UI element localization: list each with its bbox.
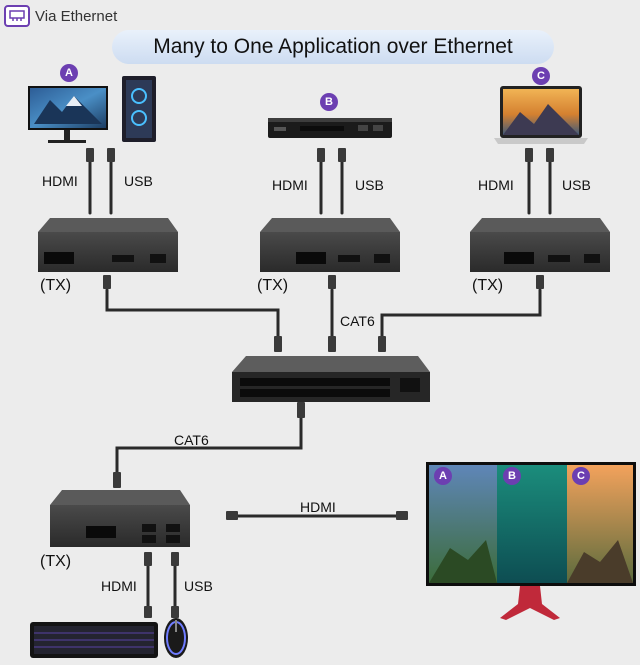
section-header: Via Ethernet [4,5,117,27]
diagram-title: Many to One Application over Ethernet [112,30,554,64]
cables [88,153,552,614]
switch-ports [240,378,390,397]
mouse [164,618,188,658]
badge-a: A [60,64,78,82]
tx-unit-c [470,218,610,272]
label-hdmi-monitor: HDMI [300,499,336,515]
label-cat6-top: CAT6 [340,313,375,329]
source-a-monitor [28,86,108,143]
rx-unit [50,490,190,547]
label-tx-b: (TX) [257,277,289,294]
big-monitor [426,462,636,620]
label-tx-a: (TX) [40,277,72,294]
label-tx-c: (TX) [472,277,504,294]
label-usb-a: USB [124,173,153,189]
badge-b: B [320,93,338,111]
monitor-badge-a: A [434,467,452,485]
label-usb-c: USB [562,177,591,193]
cable-cat6-c [380,288,542,352]
tx-unit-b [260,218,400,272]
label-hdmi-rx: HDMI [101,578,137,594]
label-hdmi-c: HDMI [478,177,514,193]
keyboard [30,622,158,658]
source-c-laptop [494,86,588,144]
network-switch [232,356,430,402]
label-hdmi-a: HDMI [42,173,78,189]
badge-c: C [532,67,550,85]
label-usb-b: USB [355,177,384,193]
label-tx-rx: (TX) [40,553,72,570]
monitor-badge-c: C [572,467,590,485]
cable-cat6-a [105,288,280,352]
source-b-dvd-player [268,118,392,138]
label-cat6-bottom: CAT6 [174,432,209,448]
connectors [86,148,554,618]
header-title: Via Ethernet [35,7,118,25]
tx-unit-a [38,218,178,272]
monitor-badge-b: B [503,467,521,485]
label-usb-rx: USB [184,578,213,594]
ethernet-icon [4,5,30,27]
source-a-pc-tower [122,76,156,142]
cable-cat6-rx [115,408,303,482]
label-hdmi-b: HDMI [272,177,308,193]
